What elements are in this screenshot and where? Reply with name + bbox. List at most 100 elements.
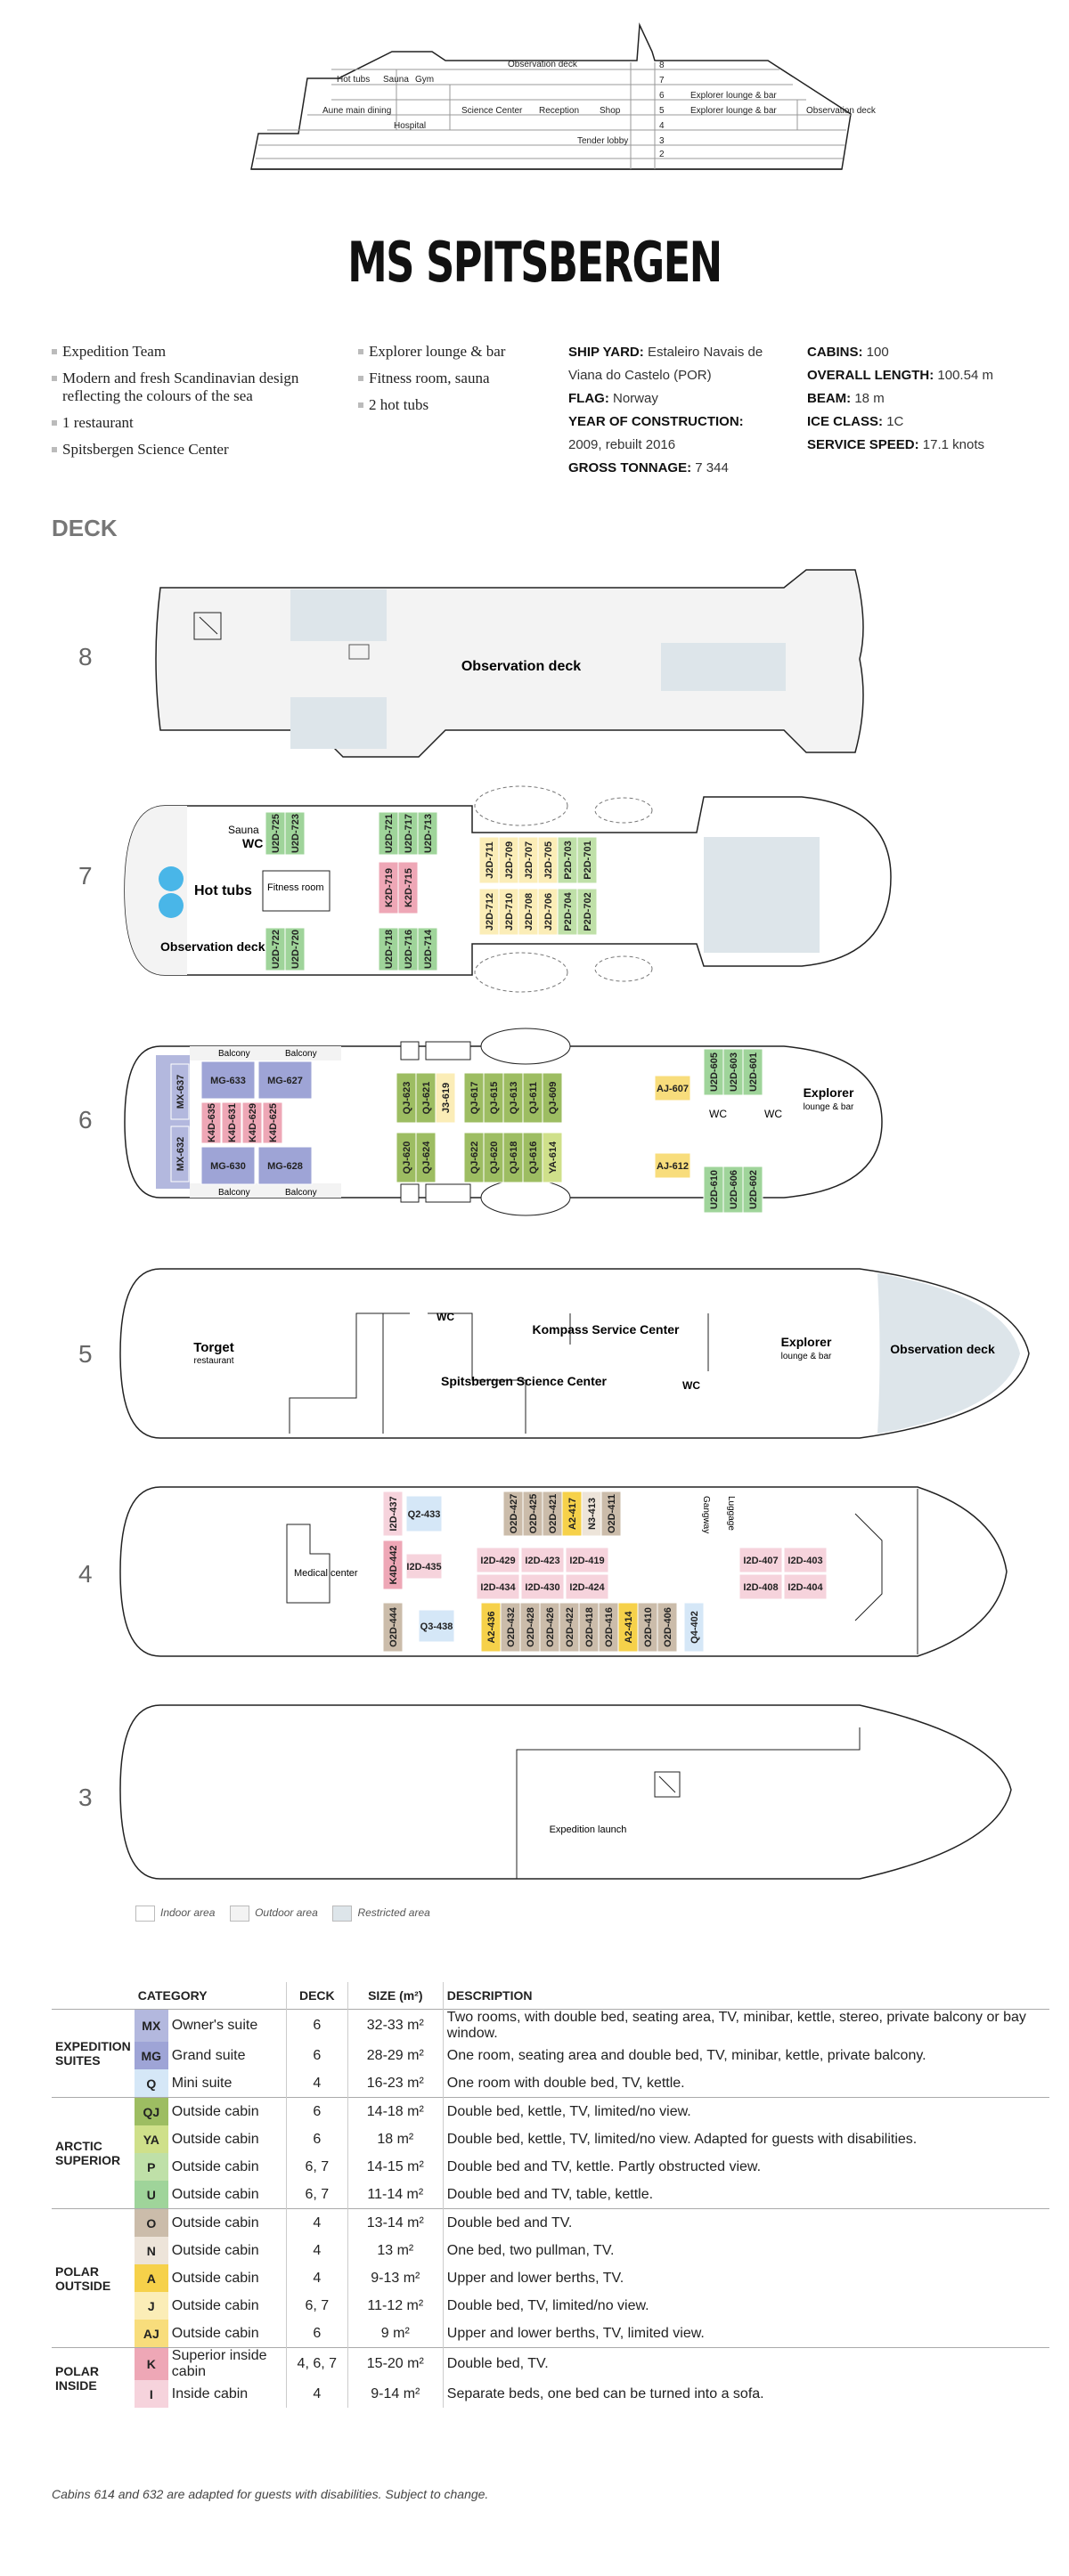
cabin-label: Q4-402 (690, 1611, 700, 1644)
profile-hot-tubs: Hot tubs (337, 75, 370, 85)
cabin-label: U2D-723 (290, 814, 301, 853)
cabin-box (520, 1547, 565, 1573)
cabin-label: MG-628 (267, 1161, 303, 1172)
cabin-label: J3-619 (441, 1083, 452, 1113)
features-left: Expedition Team Modern and fresh Scandin… (52, 343, 346, 467)
cabin-box (200, 1146, 256, 1185)
cell-code: J (134, 2292, 168, 2320)
cabin-label: AJ-607 (657, 1084, 689, 1094)
cell-code: O (134, 2208, 168, 2237)
cell-dk: 4 (285, 2069, 348, 2098)
cabin-label: U2D-717 (404, 814, 414, 853)
d5-torget: Torget (193, 1340, 234, 1355)
profile-aune: Aune main dining (322, 106, 391, 116)
cell-ds: Separate beds, one bed can be turned int… (442, 2380, 1049, 2408)
cabin-label: J2D-706 (543, 893, 554, 930)
deck-plans: Observation deck Hot tubs Sauna WC Obser… (119, 569, 1030, 1880)
cabin-label: J2D-709 (504, 841, 515, 879)
cell-cat: Outside cabin (171, 2325, 259, 2341)
cabin-box (542, 1132, 563, 1183)
cabin-box (576, 836, 598, 884)
cabin-label: O2D-428 (526, 1607, 536, 1647)
cell-dk: 4 (285, 2237, 348, 2264)
features-right: Explorer lounge & bar Fitness room, saun… (358, 343, 554, 423)
cell-sz: 32-33 m² (347, 2009, 444, 2042)
th-category: CATEGORY (137, 1988, 208, 2003)
cabin-box (542, 1072, 563, 1124)
deck-7: Hot tubs Sauna WC Observation deck Fitne… (124, 785, 892, 993)
cabin-box (739, 1573, 783, 1600)
cell-sz: 28-29 m² (347, 2042, 444, 2069)
cabin-label: U2D-606 (729, 1170, 739, 1209)
cabin-box (397, 861, 419, 914)
cabin-label: I2D-408 (743, 1582, 778, 1593)
cabin-box (417, 927, 438, 971)
cell-cat: Owner's suite (167, 2009, 287, 2042)
profile-science: Science Center (461, 106, 523, 116)
cabin-label: MX-632 (175, 1137, 186, 1172)
cell-dk: 6, 7 (285, 2292, 348, 2320)
cell-code: MG (134, 2042, 168, 2069)
d5-explorer-sub: lounge & bar (781, 1352, 832, 1361)
cabin-box (262, 1101, 283, 1144)
cell-dk: 6, 7 (285, 2153, 348, 2181)
cabin-label: P2D-704 (563, 891, 574, 930)
cabin-box (742, 1166, 763, 1214)
profile-deck-4: 4 (659, 121, 665, 131)
deck-number-4: 4 (78, 1560, 93, 1588)
cell-sz: 13 m² (347, 2237, 444, 2264)
legend-outdoor: Outdoor area (255, 1906, 318, 1920)
cabin-label: K2D-719 (384, 868, 395, 907)
cell-ds: Double bed, kettle, TV, limited/no view.… (442, 2125, 1049, 2153)
profile-shop: Shop (600, 106, 621, 116)
d5-explorer: Explorer (781, 1335, 832, 1349)
cell-code: U (134, 2181, 168, 2209)
cabin-label: I2D-429 (480, 1556, 515, 1566)
cabin-label: U2D-721 (384, 814, 395, 853)
category-table: CATEGORY DECK SIZE (m²) DESCRIPTION EXPE… (52, 1982, 1049, 2408)
cell-sz: 15-20 m² (347, 2347, 444, 2380)
cell-dk: 4 (285, 2208, 348, 2237)
cabin-box (170, 1063, 190, 1120)
cabin-label: U2D-601 (748, 1052, 759, 1092)
cell-ds: One room, seating area and double bed, T… (442, 2042, 1049, 2069)
cell-ds: Double bed and TV, table, kettle. (442, 2181, 1049, 2209)
cabin-label: I2D-437 (388, 1496, 399, 1531)
group-name: POLAR INSIDE (52, 2347, 135, 2408)
d4-luggage: Luggage (726, 1496, 736, 1531)
d6-balcony: Balcony (285, 1049, 317, 1059)
feature-item: Modern and fresh Scandinavian design ref… (52, 370, 346, 405)
cell-sz: 9 m² (347, 2320, 444, 2348)
cabin-label: QJ-611 (528, 1082, 539, 1114)
cabin-label: A2-436 (486, 1611, 497, 1643)
feature-item: Explorer lounge & bar (358, 343, 554, 361)
cabin-label: K4D-629 (248, 1103, 258, 1142)
deck-6: Balcony Balcony Balcony Balcony WC WC Ex… (124, 1028, 883, 1216)
profile-deck-7: 7 (659, 76, 665, 85)
cell-sz: 11-14 m² (347, 2181, 444, 2209)
d7-hot-tubs: Hot tubs (194, 883, 252, 898)
cabin-label: O2D-411 (607, 1494, 617, 1533)
cell-cat: Superior inside cabin (167, 2347, 287, 2380)
cabin-label: QJ-620 (402, 1142, 412, 1174)
cell-code: MX (134, 2009, 168, 2042)
cabin-box (170, 1125, 190, 1182)
cabin-label: O2D-426 (545, 1607, 556, 1647)
cell-code: AJ (134, 2320, 168, 2348)
d8-observation-deck: Observation deck (461, 659, 581, 674)
cell-dk: 6, 7 (285, 2181, 348, 2209)
legend-restricted: Restricted area (357, 1906, 430, 1920)
d5-science: Spitsbergen Science Center (441, 1374, 608, 1388)
d6-balcony: Balcony (285, 1188, 317, 1198)
cell-dk: 4 (285, 2264, 348, 2292)
cell-ds: Double bed, TV. (442, 2347, 1049, 2380)
cell-sz: 18 m² (347, 2125, 444, 2153)
feature-item: 1 restaurant (52, 414, 346, 432)
